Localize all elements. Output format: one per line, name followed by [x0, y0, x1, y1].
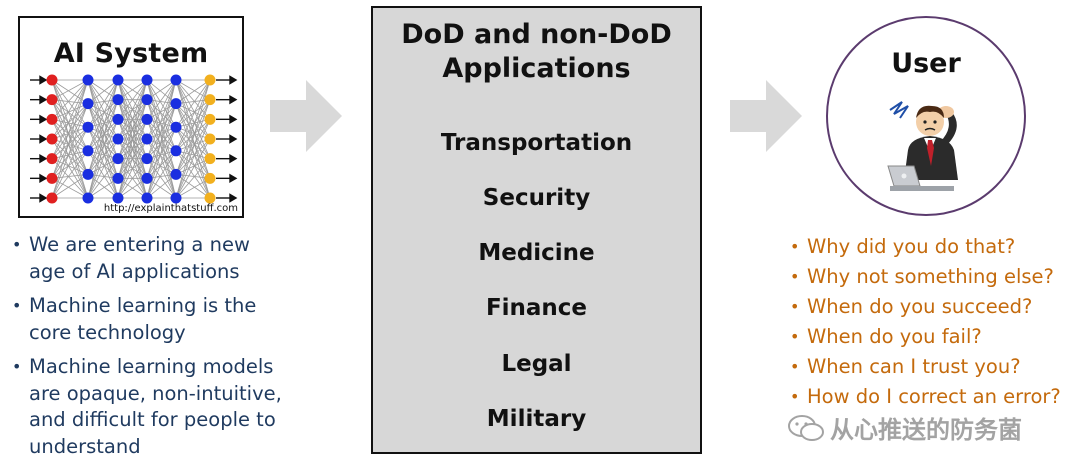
network-node [204, 113, 216, 125]
network-node [46, 113, 58, 125]
user-panel: User [826, 16, 1026, 216]
network-node [170, 145, 182, 157]
network-node [204, 94, 216, 106]
bullet-icon: • [12, 235, 22, 254]
watermark: 从心推送的防务菌 [786, 410, 1022, 445]
network-node [46, 153, 58, 165]
network-node [112, 74, 124, 86]
right-arrow-icon [730, 80, 802, 152]
network-node [82, 98, 94, 110]
network-node [170, 168, 182, 180]
network-node [112, 94, 124, 106]
network-node [141, 192, 153, 204]
network-node [141, 94, 153, 106]
list-item: •Machine learning is the core technology [12, 294, 257, 344]
bullet-icon: • [790, 297, 800, 316]
ai-facts-list: •We are entering a new age of AI applica… [12, 232, 282, 468]
ai-system-title: AI System [53, 38, 209, 69]
bullet-icon: • [12, 296, 22, 315]
applications-title: DoD and non-DoD Applications [401, 19, 672, 84]
network-node [112, 113, 124, 125]
bullet-icon: • [790, 237, 800, 256]
network-node [170, 192, 182, 204]
network-node [170, 121, 182, 133]
network-node [141, 113, 153, 125]
network-node [82, 192, 94, 204]
list-item: •When do you fail? [790, 322, 1080, 352]
network-node [46, 172, 58, 184]
ai-system-panel: AI System http://explainthatstuff.com [18, 16, 244, 218]
wechat-icon [788, 414, 824, 441]
network-node [141, 133, 153, 145]
network-node [112, 153, 124, 165]
network-node [82, 74, 94, 86]
network-node [141, 153, 153, 165]
application-military: Military [486, 406, 587, 432]
application-security: Security [482, 185, 591, 211]
right-arrow-icon [270, 80, 342, 152]
list-item: •Machine learning models are opaque, non… [12, 355, 282, 458]
network-node [141, 74, 153, 86]
list-item: •How do I correct an error? [790, 382, 1080, 412]
network-node [204, 133, 216, 145]
list-item: •When do you succeed? [790, 292, 1080, 322]
application-finance: Finance [485, 295, 588, 321]
network-node [204, 192, 216, 204]
network-node [46, 133, 58, 145]
confused-user-icon [887, 101, 958, 191]
network-node [46, 74, 58, 86]
network-node [82, 168, 94, 180]
network-node [46, 94, 58, 106]
bullet-icon: • [12, 357, 22, 376]
network-node [170, 74, 182, 86]
list-item: •Why did you do that? [790, 232, 1080, 262]
bullet-icon: • [790, 327, 800, 346]
application-transportation: Transportation [440, 130, 633, 156]
network-node [204, 74, 216, 86]
user-questions-list: •Why did you do that? •Why not something… [790, 232, 1080, 412]
network-node [204, 153, 216, 165]
network-node [82, 145, 94, 157]
list-item: •Why not something else? [790, 262, 1080, 292]
network-node [170, 98, 182, 110]
network-node [112, 133, 124, 145]
bullet-icon: • [790, 267, 800, 286]
application-medicine: Medicine [478, 240, 595, 266]
network-node [204, 172, 216, 184]
network-node [112, 192, 124, 204]
user-title: User [891, 48, 961, 79]
application-legal: Legal [501, 351, 572, 377]
network-node [82, 121, 94, 133]
applications-panel: DoD and non-DoD Applications Transportat… [371, 6, 702, 454]
watermark-text: 从心推送的防务菌 [830, 416, 1022, 444]
network-node [141, 172, 153, 184]
bullet-icon: • [790, 387, 800, 406]
list-item: •When can I trust you? [790, 352, 1080, 382]
list-item: •We are entering a new age of AI applica… [12, 233, 250, 283]
neural-network-icon [30, 74, 238, 204]
bullet-icon: • [790, 357, 800, 376]
network-node [46, 192, 58, 204]
image-credit: http://explainthatstuff.com [103, 203, 238, 214]
network-node [112, 172, 124, 184]
